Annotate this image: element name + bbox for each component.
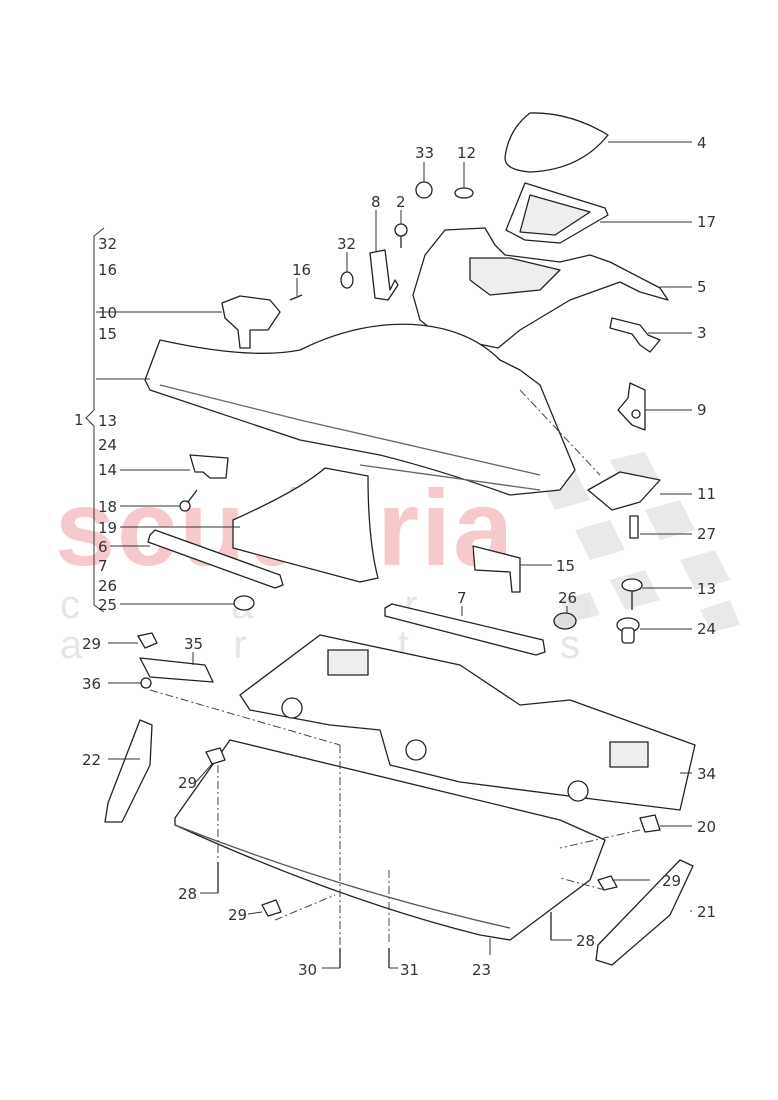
label-part-34: 34 [697,765,717,783]
label-part-17: 17 [697,213,717,231]
part-23-tray [174,739,606,941]
label-part-13: 13 [697,580,717,598]
part-29-clip-4 [597,875,618,891]
label-part-8: 8 [371,193,381,211]
part-3-bracket [609,317,661,353]
part-27-screw [629,515,639,539]
part-11-bracket [587,471,661,511]
label-part-24: 24 [697,620,717,638]
label-part-27: 27 [697,525,717,543]
label-part-30: 30 [298,961,318,979]
part-4-cover [504,112,609,173]
label-left-24: 24 [98,436,118,454]
label-group-1: 1 [74,411,84,429]
part-35-plate [139,657,214,683]
part-26-plug [553,612,577,630]
label-part-21: 21 [697,903,717,921]
label-part-29-d: 29 [228,906,248,924]
label-left-14: 14 [98,461,118,479]
part-15-bracket [472,545,521,593]
part-32-washer [340,271,354,289]
label-left-25: 25 [98,596,118,614]
part-6-strip [147,529,284,589]
part-14-bracket [189,454,229,479]
label-part-36: 36 [82,675,102,693]
part-18-screw [179,500,191,512]
part-1-shelf [144,323,576,496]
label-left-19: 19 [98,519,118,537]
part-12-washer [454,187,474,199]
label-part-7: 7 [457,589,467,607]
part-25-grommet [233,595,255,611]
label-left-26: 26 [98,577,118,595]
label-part-28-b: 28 [576,932,596,950]
label-part-32: 32 [337,235,357,253]
part-9-bracket [617,382,646,431]
part-2-screw [394,223,408,237]
label-left-18: 18 [98,498,118,516]
checkered-flag-watermark [540,452,740,632]
label-part-2: 2 [396,193,406,211]
part-29-clip-2 [205,747,226,765]
label-left-15: 15 [98,325,118,343]
label-part-9: 9 [697,401,707,419]
label-part-20: 20 [697,818,717,836]
label-part-31: 31 [400,961,420,979]
label-part-16: 16 [292,261,312,279]
label-part-23: 23 [472,961,492,979]
label-left-16: 16 [98,261,118,279]
part-7-strip [384,603,546,656]
label-part-11: 11 [697,485,717,503]
label-part-33: 33 [415,144,435,162]
label-part-4: 4 [697,134,707,152]
label-part-28: 28 [178,885,198,903]
part-29-clip-3 [261,899,282,917]
part-13-fastener [621,578,643,592]
label-left-7: 7 [98,557,108,575]
part-34-floor [239,634,696,811]
part-20-clip [639,814,661,833]
part-10-bracket [221,295,281,349]
label-left-13: 13 [98,412,118,430]
label-part-15: 15 [556,557,576,575]
label-left-6: 6 [98,538,108,556]
label-part-29-c: 29 [662,872,682,890]
label-part-29-b: 29 [178,774,198,792]
part-29-clip [137,632,158,649]
label-part-5: 5 [697,278,707,296]
part-16-screw [289,294,303,301]
label-part-29: 29 [82,635,102,653]
label-left-32: 32 [98,235,118,253]
label-left-10: 10 [98,304,118,322]
part-21-rail [595,859,694,966]
label-part-26: 26 [558,589,578,607]
part-36-nut [140,677,152,689]
part-33-nut [415,181,433,199]
label-part-12: 12 [457,144,477,162]
part-22-rail [104,719,153,823]
part-19-panel [232,467,379,583]
part-8-bracket [369,249,399,301]
label-part-35: 35 [184,635,204,653]
label-part-22: 22 [82,751,102,769]
label-part-3: 3 [697,324,707,342]
